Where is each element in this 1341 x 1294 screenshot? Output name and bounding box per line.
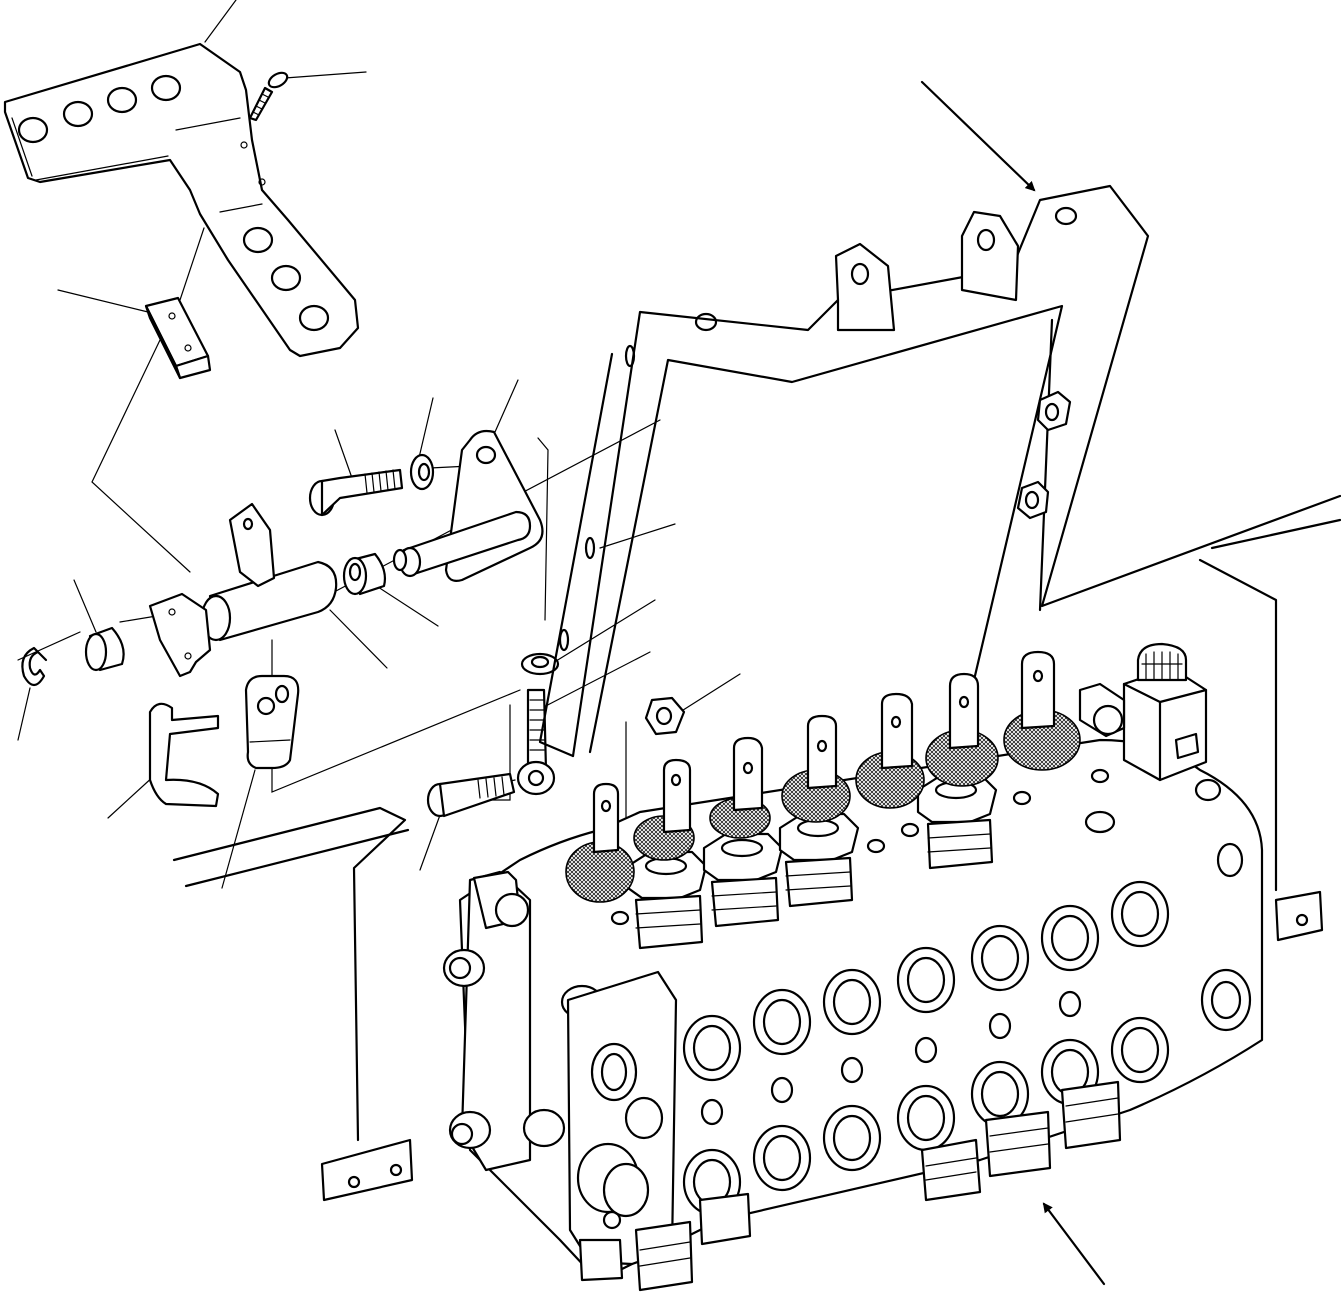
l-shaped-bracket <box>3 42 360 358</box>
screw <box>248 71 289 122</box>
rod-end-link <box>516 652 560 796</box>
spool-end-caps <box>578 1080 1122 1292</box>
view-arrows <box>920 80 1106 1286</box>
washer <box>409 453 435 491</box>
triangular-link-plate <box>392 429 544 582</box>
solenoid-block <box>1078 642 1208 782</box>
lever-cap <box>148 702 220 808</box>
bushing <box>342 552 387 596</box>
relief-valve-plugs <box>626 774 998 950</box>
spool-levers <box>592 650 1056 854</box>
spacer-block <box>144 296 212 380</box>
bushing <box>84 626 125 672</box>
control-valve-block <box>442 642 1264 1292</box>
lever-shaft-assembly <box>148 502 338 678</box>
bolt <box>426 772 516 818</box>
clevis <box>244 674 300 770</box>
mounting-frame <box>172 184 1341 1202</box>
view-arrow-top-right <box>920 80 1036 192</box>
nut <box>644 696 686 736</box>
snap-ring <box>21 646 48 687</box>
view-arrow-bottom-right <box>1042 1202 1106 1286</box>
valve-ports <box>682 842 1252 1216</box>
bolt <box>308 468 404 517</box>
